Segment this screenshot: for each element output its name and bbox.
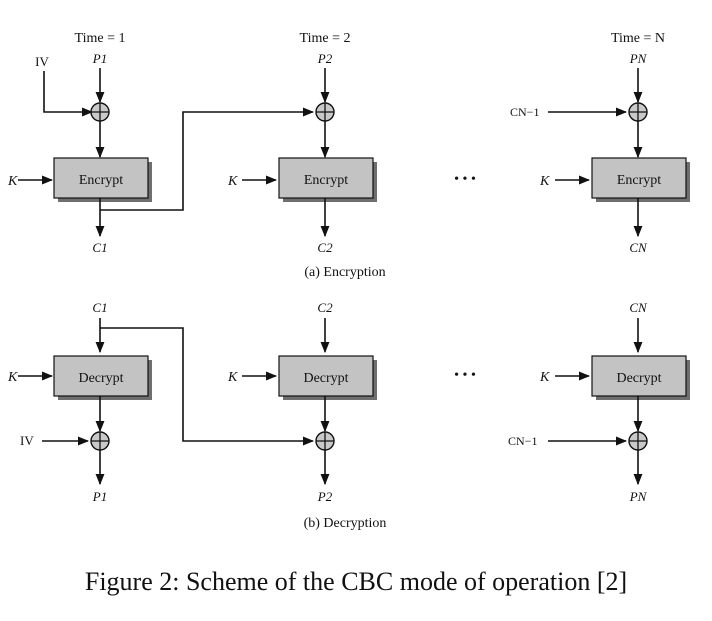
- decryption-caption: (b) Decryption: [304, 516, 387, 531]
- encrypt-box-1: Encrypt: [53, 157, 152, 202]
- enc-cn1-label: CN−1: [510, 105, 539, 119]
- dec-key-label-1: K: [7, 370, 18, 385]
- enc-cn-label: CN: [629, 240, 648, 255]
- dec-cn-label: CN: [629, 300, 648, 315]
- xor-icon: [628, 431, 648, 451]
- decrypt-box-2: Decrypt: [278, 355, 377, 400]
- enc-iv-arrow: [43, 71, 94, 117]
- dec-cn1-label: CN−1: [508, 434, 537, 448]
- enc-ellipsis: • • •: [454, 172, 476, 187]
- xor-icon: [90, 102, 110, 122]
- dec-ellipsis: • • •: [454, 368, 476, 383]
- enc-p2-label: P2: [317, 51, 333, 66]
- encrypt-box-n: Encrypt: [591, 157, 690, 202]
- dec-iv-label: IV: [20, 433, 34, 448]
- dec-key-label-n: K: [539, 370, 550, 385]
- svg-text:Encrypt: Encrypt: [79, 173, 123, 188]
- dec-p2-label: P2: [317, 489, 333, 504]
- enc-key-label-2: K: [227, 174, 238, 189]
- time-label-n: Time = N: [611, 31, 665, 46]
- decrypt-box-n: Decrypt: [591, 355, 690, 400]
- dec-key-label-2: K: [227, 370, 238, 385]
- xor-icon: [315, 431, 335, 451]
- enc-chain-wire: [100, 107, 315, 211]
- time-label-2: Time = 2: [300, 31, 351, 46]
- enc-c1-label: C1: [92, 240, 107, 255]
- dec-c1-label: C1: [92, 300, 107, 315]
- dec-p1-label: P1: [92, 489, 107, 504]
- encrypt-box-2: Encrypt: [278, 157, 377, 202]
- enc-key-label-1: K: [7, 174, 18, 189]
- xor-icon: [90, 431, 110, 451]
- svg-text:Encrypt: Encrypt: [304, 173, 348, 188]
- xor-icon: [628, 102, 648, 122]
- enc-pn-label: PN: [629, 51, 648, 66]
- xor-icon: [315, 102, 335, 122]
- dec-c2-label: C2: [317, 300, 333, 315]
- svg-text:Decrypt: Decrypt: [78, 371, 123, 386]
- svg-text:Decrypt: Decrypt: [616, 371, 661, 386]
- enc-p1-label: P1: [92, 51, 107, 66]
- figure-caption: Figure 2: Scheme of the CBC mode of oper…: [85, 567, 627, 596]
- enc-c2-label: C2: [317, 240, 333, 255]
- svg-text:Encrypt: Encrypt: [617, 173, 661, 188]
- encryption-caption: (a) Encryption: [304, 265, 385, 280]
- enc-key-label-n: K: [539, 174, 550, 189]
- time-label-1: Time = 1: [75, 31, 126, 46]
- svg-text:Decrypt: Decrypt: [303, 371, 348, 386]
- dec-chain-wire: [100, 327, 315, 446]
- decrypt-box-1: Decrypt: [53, 355, 152, 400]
- enc-iv-label: IV: [35, 54, 49, 69]
- dec-pn-label: PN: [629, 489, 648, 504]
